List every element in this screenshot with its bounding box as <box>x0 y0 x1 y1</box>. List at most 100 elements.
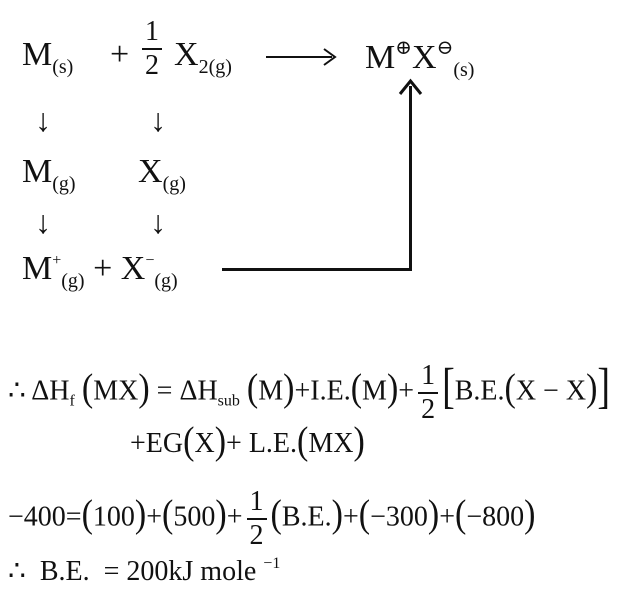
metal-state: (g) <box>52 173 76 195</box>
plus-sign: + <box>398 375 415 407</box>
up-arrow-head-icon <box>398 78 423 95</box>
paren: ( <box>183 420 195 463</box>
halogen-symbol: X <box>174 36 199 73</box>
bracket: [ <box>442 360 455 415</box>
metal-ion-symbol: M <box>22 250 53 287</box>
gaseous-ions: M+(g) + X−(g) <box>22 250 178 292</box>
halide-ion-charge: − <box>145 252 155 269</box>
paren: ) <box>386 367 399 411</box>
paren: ) <box>134 493 147 537</box>
equation-line-2: +EG(X)+ L.E.(MX) <box>130 420 365 463</box>
gaseous-halogen: X(g) <box>138 153 186 195</box>
plus-sign: + <box>110 36 130 73</box>
halide-ion-state: (g) <box>154 270 178 292</box>
lattice-energy-value: −800 <box>466 501 525 533</box>
plus-sign: + <box>294 375 311 407</box>
product-ionic-solid: M⊕X⊖(s) <box>365 38 474 80</box>
therefore-symbol: ∴ <box>8 556 26 587</box>
therefore-symbol: ∴ <box>8 375 26 407</box>
paren: ) <box>427 493 440 537</box>
halogen-state: 2(g) <box>198 56 232 78</box>
fraction-numerator: 1 <box>246 488 267 520</box>
bond-energy: B.E. <box>454 375 505 407</box>
metal-m: M <box>362 375 387 407</box>
paren: ( <box>454 493 467 537</box>
paren: ( <box>246 367 259 411</box>
paren: ( <box>504 367 516 411</box>
bracket: ] <box>597 360 611 415</box>
paren: ( <box>350 367 363 411</box>
sublimation-value: 100 <box>92 501 135 533</box>
anion-symbol: X <box>412 39 437 76</box>
halogen-state: (g) <box>162 173 186 195</box>
fraction-denominator: 2 <box>421 394 436 425</box>
paren: ( <box>162 493 174 537</box>
fraction-numerator: 1 <box>142 18 162 50</box>
forward-arrow-head-icon <box>323 48 337 66</box>
metal-symbol: M <box>22 36 53 73</box>
down-arrow-icon: ↓ <box>35 204 51 240</box>
enthalpy-sublimation: ΔH <box>179 375 218 407</box>
equals-sign: = <box>156 375 173 407</box>
paren: ) <box>331 493 343 537</box>
compound-mx: MX <box>93 375 139 407</box>
paren: ) <box>353 420 365 463</box>
ionization-energy: I.E. <box>310 375 351 407</box>
paren: ( <box>81 367 94 411</box>
metal-symbol: M <box>22 153 53 190</box>
halogen-symbol: X <box>138 153 163 190</box>
gaseous-metal: M(g) <box>22 153 76 195</box>
reactant-metal: M(s) <box>22 36 73 78</box>
paren: ( <box>297 420 309 463</box>
halide-ion-symbol: X <box>120 250 146 287</box>
paren: ) <box>524 493 536 537</box>
bond-energy: B.E. <box>39 556 90 587</box>
bond-energy-result: 200kJ mole <box>126 556 257 587</box>
paren: ) <box>283 367 295 411</box>
fraction-denominator: 2 <box>249 520 264 551</box>
paren: ) <box>586 367 598 411</box>
anion-charge: ⊖ <box>436 37 454 59</box>
lattice-arrow-horizontal <box>222 268 412 271</box>
plus-sign: + <box>93 250 113 287</box>
electron-gain: EG <box>145 428 184 459</box>
plus-sign: + <box>226 501 243 533</box>
metal-ion-state: (g) <box>61 270 85 292</box>
product-state: (s) <box>453 59 475 81</box>
plus-sign: + <box>439 501 455 533</box>
down-arrow-icon: ↓ <box>150 102 166 138</box>
compound-mx: MX <box>308 428 354 459</box>
forward-arrow-shaft <box>266 56 332 58</box>
plus-sign: + <box>226 428 242 459</box>
down-arrow-icon: ↓ <box>150 204 166 240</box>
paren: ( <box>81 493 93 537</box>
cation-charge: ⊕ <box>395 37 412 59</box>
ionization-value: 500 <box>173 501 216 533</box>
paren: ) <box>214 420 227 463</box>
electron-gain-value: −300 <box>370 501 428 533</box>
paren: ( <box>270 493 282 537</box>
plus-sign: + <box>342 501 359 533</box>
equals-sign: = <box>103 556 120 587</box>
paren: ( <box>358 493 371 537</box>
bond-energy: B.E. <box>281 501 332 533</box>
unit-exponent: −1 <box>263 555 281 572</box>
half-fraction: 1 2 <box>138 18 166 80</box>
paren: ) <box>138 367 150 411</box>
halogen-x: X <box>194 428 215 459</box>
down-arrow-icon: ↓ <box>35 102 51 138</box>
subscript-f: f <box>69 392 75 410</box>
bond-x-x: X − X <box>515 375 587 407</box>
equation-line-4: ∴ B.E. = 200kJ mole −1 <box>8 556 280 586</box>
formation-value: −400 <box>8 501 66 533</box>
lattice-energy: L.E. <box>248 428 298 459</box>
plus-sign: + <box>130 428 146 459</box>
lattice-arrow-vertical <box>409 86 412 271</box>
cation-symbol: M <box>365 39 396 76</box>
fraction-numerator: 1 <box>418 362 439 394</box>
metal-m: M <box>258 375 284 407</box>
